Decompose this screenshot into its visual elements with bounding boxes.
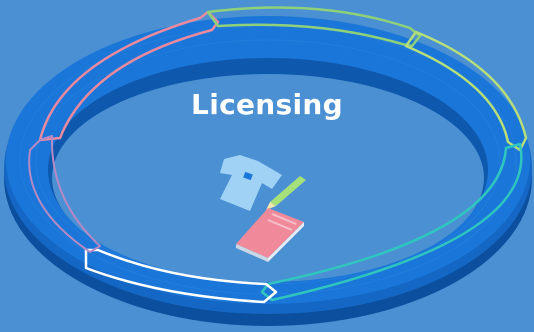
segment-teal — [260, 142, 523, 302]
pencil-icon — [266, 176, 306, 210]
segment-mauve — [28, 135, 101, 253]
segment-white — [84, 248, 278, 304]
segment-green — [206, 6, 422, 48]
t-shirt-icon — [220, 155, 282, 211]
book-icon — [236, 208, 304, 262]
segment-pink — [38, 10, 220, 142]
center-title: Licensing — [191, 88, 343, 121]
